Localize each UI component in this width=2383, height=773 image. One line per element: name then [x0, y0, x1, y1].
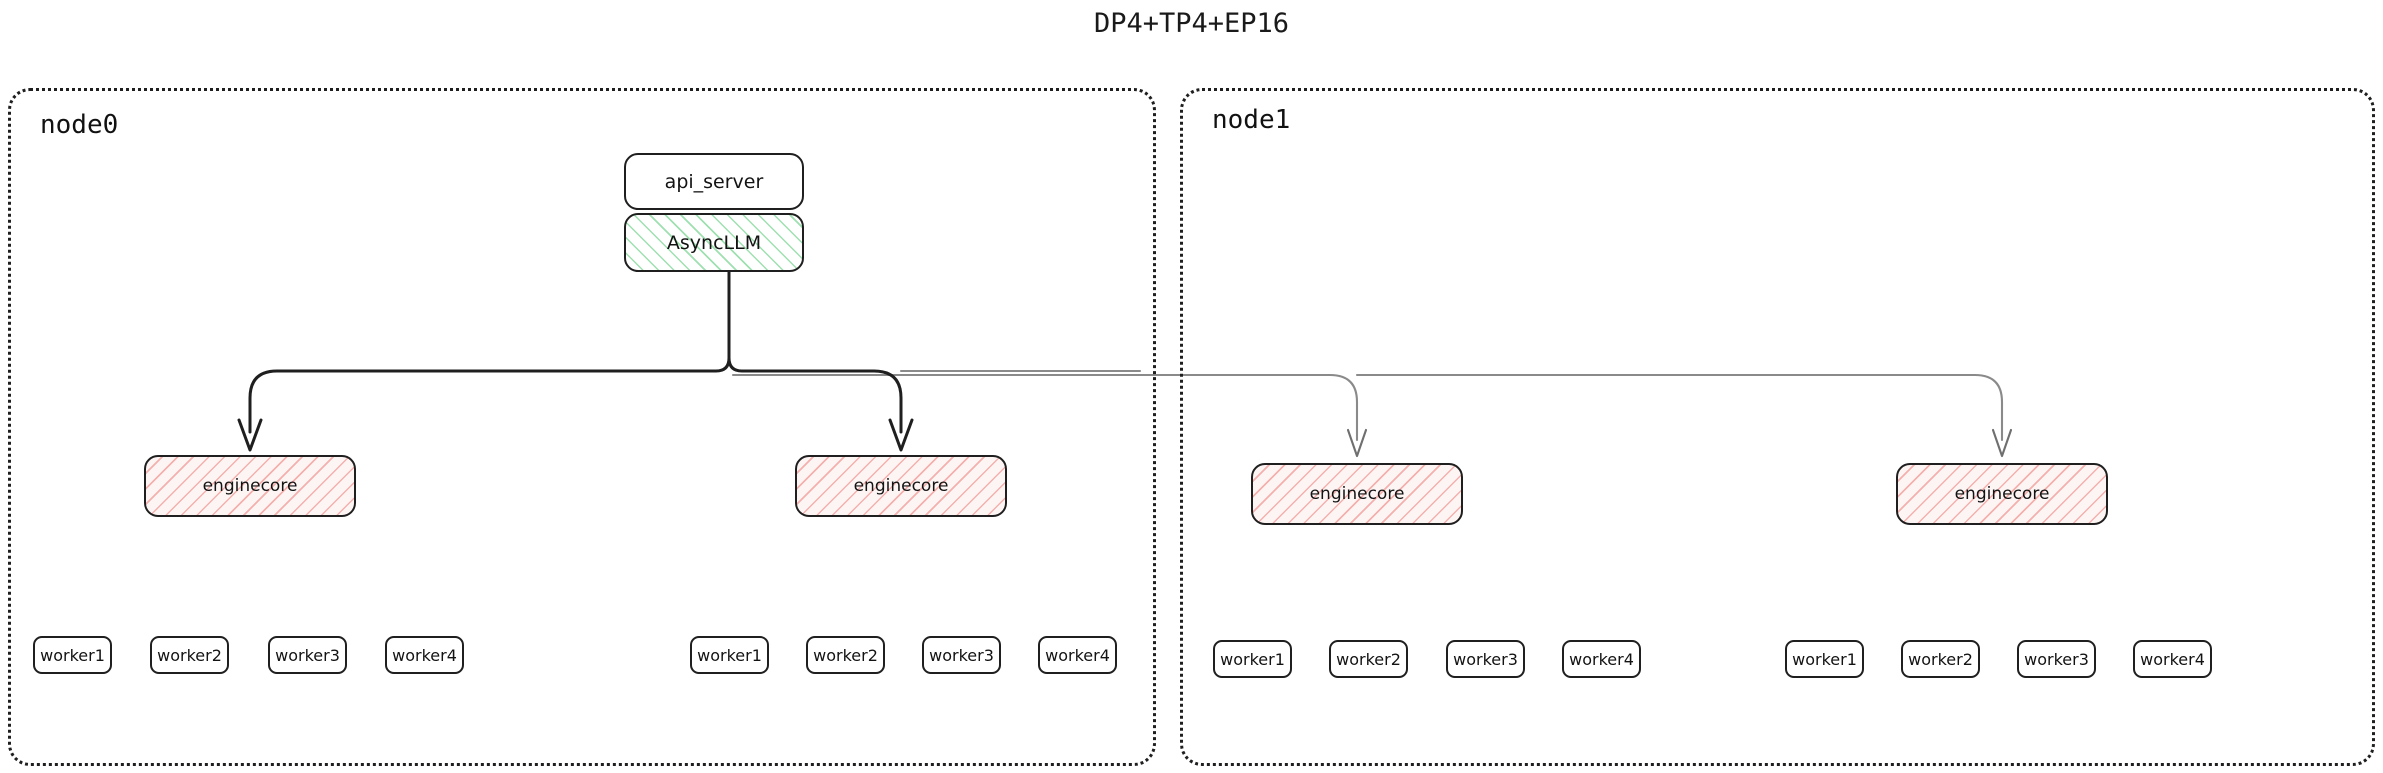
worker-label: worker4 — [392, 645, 457, 665]
node0-g2-worker4[interactable]: worker4 — [1038, 636, 1117, 674]
worker-label: worker1 — [40, 645, 105, 665]
node0-enginecore-1[interactable]: enginecore — [144, 455, 356, 517]
node1-enginecore-1[interactable]: enginecore — [1251, 463, 1463, 525]
worker-label: worker4 — [1045, 645, 1110, 665]
node0-g2-worker1[interactable]: worker1 — [690, 636, 769, 674]
node1-g1-worker1[interactable]: worker1 — [1213, 640, 1292, 678]
node0-g1-worker3[interactable]: worker3 — [268, 636, 347, 674]
node0-label: node0 — [40, 110, 119, 140]
node0-g1-worker4[interactable]: worker4 — [385, 636, 464, 674]
node1-g1-worker4[interactable]: worker4 — [1562, 640, 1641, 678]
enginecore-label: enginecore — [202, 476, 298, 496]
enginecore-label: enginecore — [1954, 484, 2050, 504]
worker-label: worker3 — [2024, 649, 2089, 669]
node0-g2-worker3[interactable]: worker3 — [922, 636, 1001, 674]
enginecore-label: enginecore — [1309, 484, 1405, 504]
node1-g1-worker2[interactable]: worker2 — [1329, 640, 1408, 678]
worker-label: worker4 — [2140, 649, 2205, 669]
node0-g2-worker2[interactable]: worker2 — [806, 636, 885, 674]
worker-label: worker2 — [813, 645, 878, 665]
worker-label: worker1 — [697, 645, 762, 665]
api-server-label: api_server — [664, 170, 764, 193]
asyncllm-label: AsyncLLM — [666, 231, 762, 254]
node1-g1-worker3[interactable]: worker3 — [1446, 640, 1525, 678]
worker-label: worker2 — [1908, 649, 1973, 669]
node1-g2-worker3[interactable]: worker3 — [2017, 640, 2096, 678]
node0-g1-worker2[interactable]: worker2 — [150, 636, 229, 674]
worker-label: worker1 — [1792, 649, 1857, 669]
worker-label: worker4 — [1569, 649, 1634, 669]
api-server-box[interactable]: api_server — [624, 153, 804, 210]
node0-g1-worker1[interactable]: worker1 — [33, 636, 112, 674]
node0-enginecore-2[interactable]: enginecore — [795, 455, 1007, 517]
node1-g2-worker2[interactable]: worker2 — [1901, 640, 1980, 678]
node1-g2-worker1[interactable]: worker1 — [1785, 640, 1864, 678]
node1-label: node1 — [1212, 105, 1291, 135]
worker-label: worker1 — [1220, 649, 1285, 669]
asyncllm-box[interactable]: AsyncLLM — [624, 213, 804, 272]
worker-label: worker3 — [929, 645, 994, 665]
worker-label: worker3 — [1453, 649, 1518, 669]
node1-g2-worker4[interactable]: worker4 — [2133, 640, 2212, 678]
worker-label: worker3 — [275, 645, 340, 665]
node-container-node0 — [8, 88, 1156, 766]
worker-label: worker2 — [157, 645, 222, 665]
page-title: DP4+TP4+EP16 — [1093, 8, 1290, 39]
enginecore-label: enginecore — [853, 476, 949, 496]
worker-label: worker2 — [1336, 649, 1401, 669]
node-container-node1 — [1180, 88, 2375, 766]
node1-enginecore-2[interactable]: enginecore — [1896, 463, 2108, 525]
